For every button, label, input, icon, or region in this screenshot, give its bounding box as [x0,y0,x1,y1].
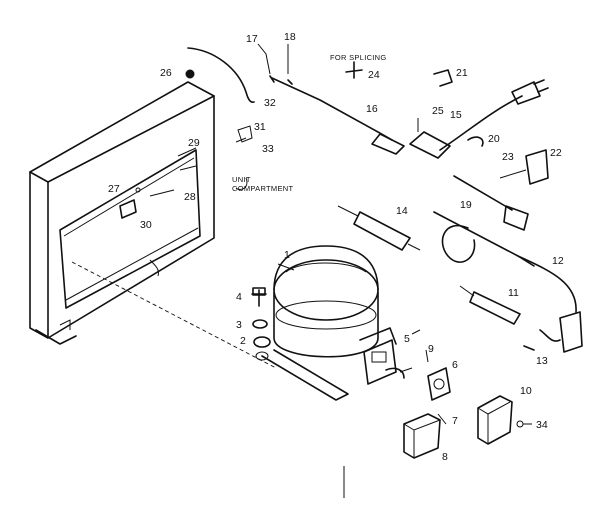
callout-34: 34 [536,419,548,431]
terminal-block [559,311,583,353]
callout-23: 23 [502,151,514,163]
callout-13: 13 [536,355,548,367]
plug-head [511,81,541,105]
callout-5: 5 [404,333,410,345]
capacitor-14 [353,211,411,251]
callout-16: 16 [366,103,378,115]
terminal-cover-5 [363,339,397,385]
callout-7: 7 [452,415,458,427]
callout-2: 2 [240,335,246,347]
callout-24: 24 [368,69,380,81]
cord-5 [385,367,405,379]
callout-9: 9 [428,343,434,355]
callout-18: 18 [284,31,296,43]
unit-compartment-label-2: COMPARTMENT [232,184,293,193]
cord-19 [453,175,513,211]
relay-10 [477,395,513,445]
bracket-30 [119,199,137,219]
callout-11: 11 [508,287,519,299]
plug-16 [371,133,405,155]
callout-12: 12 [552,255,564,267]
callout-6: 6 [452,359,458,371]
callout-30: 30 [140,219,152,231]
callout-14: 14 [396,205,408,217]
mounting-bolt [251,287,267,307]
callout-26: 26 [160,67,172,79]
capacitor-11 [469,291,521,325]
callout-1: 1 [284,249,290,261]
power-cord-15 [439,95,523,151]
callout-31: 31 [254,121,266,133]
callout-33: 33 [262,143,274,155]
callout-27: 27 [108,183,120,195]
callout-32: 32 [264,97,276,109]
bracket-22 [525,149,549,185]
callout-4: 4 [236,291,242,303]
grommet-2 [253,336,271,348]
washer-3 [252,319,268,329]
cabinet-back-panel [29,81,215,345]
relay-8 [403,413,441,459]
for-splicing-label: FOR SPLICING [330,53,387,62]
splice-connector-24 [345,61,363,79]
compressor [261,245,397,401]
junction-box-15 [409,131,451,159]
clip-20 [467,136,484,147]
callout-10: 10 [520,385,532,397]
callout-17: 17 [246,33,258,45]
callout-20: 20 [488,133,500,145]
unit-compartment-label-1: UNIT [232,175,251,184]
clip-21 [433,69,453,87]
callout-28: 28 [184,191,196,203]
callout-25: 25 [432,105,444,117]
cabinet-edge-curve [187,47,255,103]
callout-19: 19 [460,199,472,211]
callout-29: 29 [188,137,200,149]
callout-3: 3 [236,319,242,331]
callout-15: 15 [450,109,462,121]
overload-protector-6 [427,367,451,401]
screw-26 [185,69,195,79]
callout-21: 21 [456,67,468,79]
callout-22: 22 [550,147,562,159]
callout-8: 8 [442,451,448,463]
